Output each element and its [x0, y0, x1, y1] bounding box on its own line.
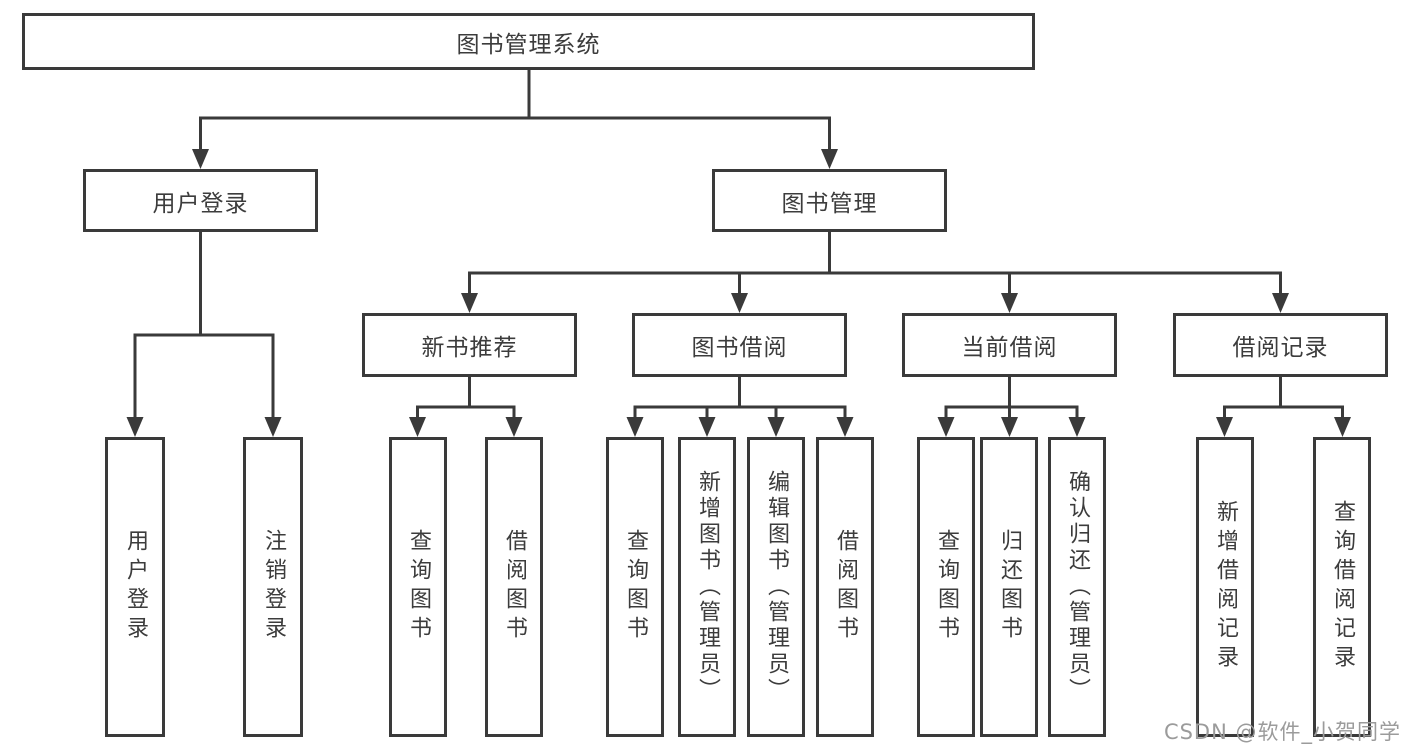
arrowhead	[937, 417, 955, 437]
csdn-watermark: CSDN @软件_小贺同学	[1163, 720, 1401, 744]
leaf-edit-books-admin: 编辑图书（管理员）	[747, 437, 805, 737]
leaf-query-books-recommend: 查询图书	[389, 437, 447, 737]
arrowhead	[1068, 417, 1086, 437]
arrowhead	[264, 417, 282, 437]
arrowhead	[626, 417, 644, 437]
leaf-logout: 注销登录	[243, 437, 303, 737]
leaf-query-books-current: 查询图书	[917, 437, 975, 737]
arrowhead	[1334, 417, 1351, 437]
connector-userlogin-rail	[133, 333, 275, 418]
node-root-system: 图书管理系统	[22, 13, 1035, 70]
leaf-borrow-books-recommend: 借阅图书	[485, 437, 543, 737]
arrowhead	[698, 417, 716, 437]
leaf-return-books: 归还图书	[980, 437, 1038, 737]
connector-level2-rail	[199, 116, 831, 150]
node-current-borrow: 当前借阅	[902, 313, 1117, 377]
arrowhead	[1216, 417, 1233, 437]
connector-level3-rail	[468, 271, 1282, 293]
connector-current-rail	[944, 405, 1079, 418]
arrowhead	[192, 149, 209, 169]
node-book-management: 图书管理	[712, 169, 947, 232]
leaf-query-books-borrow: 查询图书	[606, 437, 664, 737]
arrowhead	[1001, 293, 1018, 313]
arrowhead	[767, 417, 785, 437]
arrowhead	[1272, 293, 1289, 313]
arrowhead	[409, 417, 426, 437]
arrowhead	[836, 417, 854, 437]
leaf-confirm-return-admin: 确认归还（管理员）	[1048, 437, 1106, 737]
leaf-add-borrow-record: 新增借阅记录	[1196, 437, 1254, 737]
connector-records-rail	[1223, 405, 1344, 418]
node-book-borrow: 图书借阅	[632, 313, 847, 377]
node-borrow-records: 借阅记录	[1173, 313, 1388, 377]
leaf-borrow-books: 借阅图书	[816, 437, 874, 737]
leaf-add-books-admin: 新增图书（管理员）	[678, 437, 736, 737]
arrowhead	[505, 417, 523, 437]
connector-borrow-rail	[633, 405, 847, 418]
leaf-user-login: 用户登录	[105, 437, 165, 737]
connector-recommend-rail	[416, 405, 516, 418]
arrowhead	[461, 293, 478, 313]
arrowhead	[126, 417, 144, 437]
arrowhead	[731, 293, 748, 313]
node-new-book-recommend: 新书推荐	[362, 313, 577, 377]
arrowhead	[1001, 417, 1018, 437]
node-user-login: 用户登录	[83, 169, 318, 232]
arrowhead	[821, 149, 838, 169]
leaf-query-borrow-record: 查询借阅记录	[1313, 437, 1371, 737]
